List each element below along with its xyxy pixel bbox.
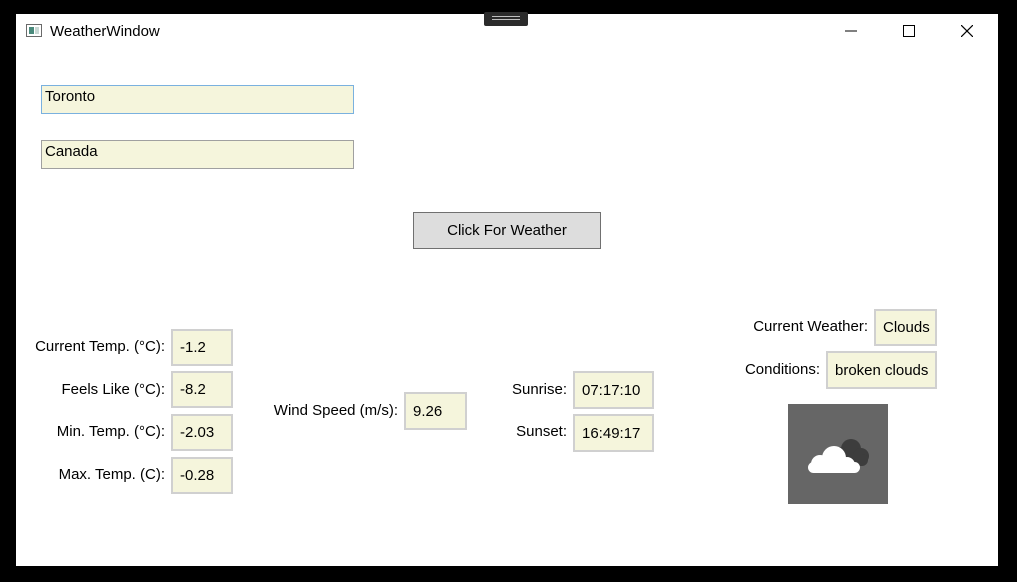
maximize-button[interactable]: [884, 16, 934, 46]
wind-speed-value: 9.26: [404, 392, 467, 430]
min-temp-value: -2.03: [171, 414, 233, 451]
sunset-label: Sunset:: [516, 423, 567, 440]
sunrise-value: 07:17:10: [573, 371, 654, 409]
window-app-icon: [26, 24, 42, 37]
get-weather-button[interactable]: Click For Weather: [413, 212, 601, 249]
feels-like-value: -8.2: [171, 371, 233, 408]
minimize-button[interactable]: [826, 16, 876, 46]
current-weather-label: Current Weather:: [753, 318, 868, 335]
weather-image: [788, 404, 888, 504]
wind-speed-label: Wind Speed (m/s):: [273, 402, 398, 419]
broken-clouds-icon: [808, 439, 869, 473]
window-title: WeatherWindow: [50, 23, 160, 40]
drag-grip-icon[interactable]: [484, 12, 528, 26]
sunrise-label: Sunrise:: [511, 381, 567, 398]
country-input[interactable]: Canada: [41, 140, 354, 169]
current-temp-value: -1.2: [171, 329, 233, 366]
current-weather-value: Clouds: [874, 309, 937, 346]
maximize-icon: [903, 25, 915, 37]
min-temp-label: Min. Temp. (°C):: [56, 423, 165, 440]
max-temp-value: -0.28: [171, 457, 233, 494]
city-input[interactable]: Toronto: [41, 85, 354, 114]
current-temp-label: Current Temp. (°C):: [35, 338, 165, 355]
conditions-label: Conditions:: [744, 361, 820, 378]
title-bar[interactable]: WeatherWindow: [16, 12, 998, 48]
close-icon: [961, 25, 973, 37]
close-button[interactable]: [942, 16, 992, 46]
feels-like-label: Feels Like (°C):: [61, 381, 165, 398]
max-temp-label: Max. Temp. (C):: [58, 466, 165, 483]
conditions-value: broken clouds: [826, 351, 937, 389]
sunset-value: 16:49:17: [573, 414, 654, 452]
minimize-icon: [845, 30, 857, 32]
weather-window: WeatherWindow Toronto Canada Click For W…: [16, 12, 998, 566]
